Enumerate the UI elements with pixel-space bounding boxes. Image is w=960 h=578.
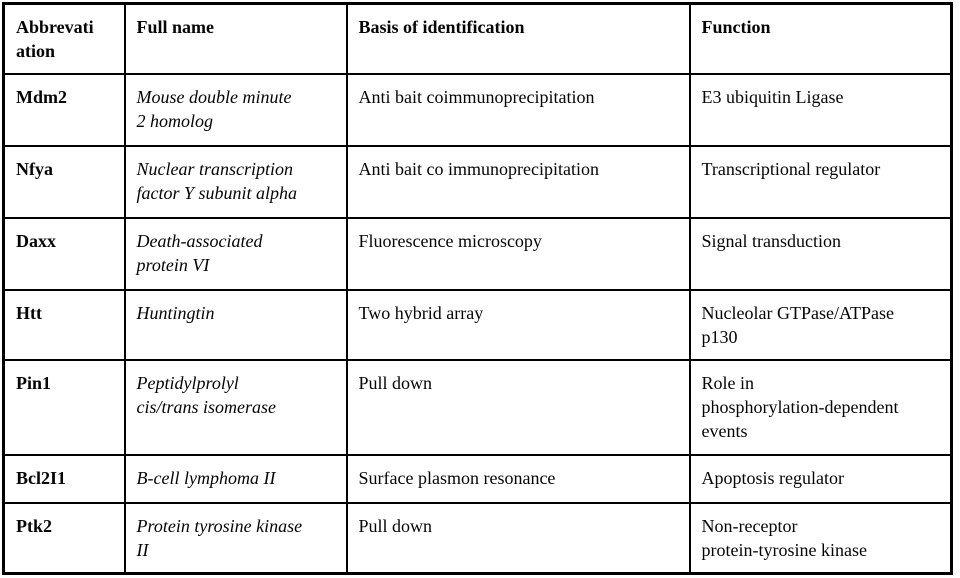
col-header-basis: Basis of identification xyxy=(345,2,691,75)
basis-cell: Anti bait coimmunoprecipitation xyxy=(345,73,691,147)
table-row: Ptk2 Protein tyrosine kinase II Pull dow… xyxy=(2,502,953,575)
table-row: Nfya Nuclear transcription factor Y subu… xyxy=(2,145,953,219)
function-cell: Transcriptional regulator xyxy=(688,145,953,219)
full-name-cell: B-cell lymphoma II xyxy=(123,454,348,504)
abbreviation-cell: Bcl2I1 xyxy=(2,454,126,504)
table-row: Pin1 Peptidylprolyl cis/trans isomerase … xyxy=(2,359,953,456)
basis-cell: Fluorescence microscopy xyxy=(345,217,691,291)
full-name-cell: Death-associated protein VI xyxy=(123,217,348,291)
abbreviation-cell: Nfya xyxy=(2,145,126,219)
full-name-cell: Peptidylprolyl cis/trans isomerase xyxy=(123,359,348,456)
table-row: Daxx Death-associated protein VI Fluores… xyxy=(2,217,953,291)
full-name-cell: Protein tyrosine kinase II xyxy=(123,502,348,575)
abbreviation-cell: Mdm2 xyxy=(2,73,126,147)
basis-cell: Anti bait co immunoprecipitation xyxy=(345,145,691,219)
abbreviation-cell: Ptk2 xyxy=(2,502,126,575)
basis-cell: Two hybrid array xyxy=(345,289,691,361)
function-cell: Apoptosis regulator xyxy=(688,454,953,504)
col-header-abbreviation: Abbrevati ation xyxy=(2,2,126,75)
col-header-full-name: Full name xyxy=(123,2,348,75)
function-cell: Signal transduction xyxy=(688,217,953,291)
basis-cell: Pull down xyxy=(345,502,691,575)
full-name-cell: Huntingtin xyxy=(123,289,348,361)
basis-cell: Surface plasmon resonance xyxy=(345,454,691,504)
abbreviation-cell: Daxx xyxy=(2,217,126,291)
function-cell: Nucleolar GTPase/ATPase p130 xyxy=(688,289,953,361)
abbreviation-cell: Htt xyxy=(2,289,126,361)
full-name-cell: Nuclear transcription factor Y subunit a… xyxy=(123,145,348,219)
table-row: Mdm2 Mouse double minute 2 homolog Anti … xyxy=(2,73,953,147)
function-cell: E3 ubiquitin Ligase xyxy=(688,73,953,147)
function-cell: Role in phosphorylation-dependent events xyxy=(688,359,953,456)
table-row: Bcl2I1 B-cell lymphoma II Surface plasmo… xyxy=(2,454,953,504)
header-row: Abbrevati ation Full name Basis of ident… xyxy=(2,2,953,75)
col-header-function: Function xyxy=(688,2,953,75)
full-name-cell: Mouse double minute 2 homolog xyxy=(123,73,348,147)
abbreviation-cell: Pin1 xyxy=(2,359,126,456)
function-cell: Non-receptor protein-tyrosine kinase xyxy=(688,502,953,575)
basis-cell: Pull down xyxy=(345,359,691,456)
table-row: Htt Huntingtin Two hybrid array Nucleola… xyxy=(2,289,953,361)
